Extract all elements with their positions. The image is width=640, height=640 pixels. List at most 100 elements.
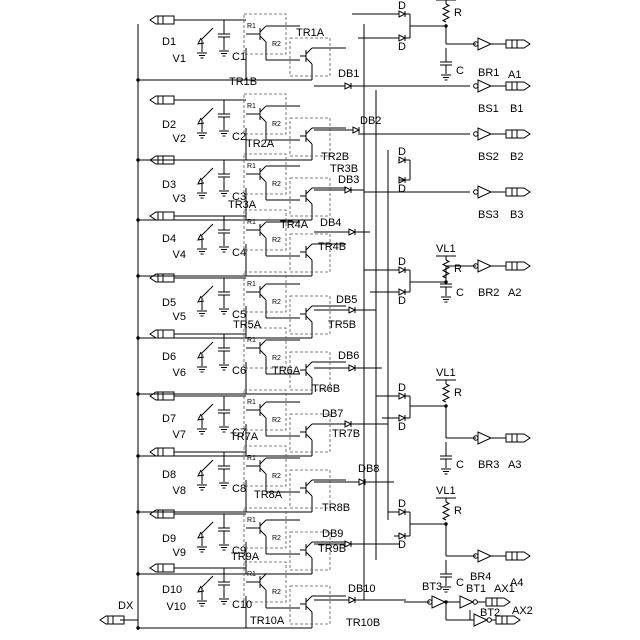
input-label-8: D8 [162, 469, 176, 481]
transistor-emitter [260, 116, 266, 122]
transistor-collector [306, 188, 312, 194]
ground-symbol [219, 309, 229, 314]
connector-body [506, 434, 530, 442]
junction-dot [136, 78, 139, 81]
source-arrow [198, 470, 204, 476]
ground-symbol [197, 193, 207, 198]
capacitor-6 [218, 348, 230, 351]
source-2 [198, 108, 213, 124]
resistor-label-r2-9: R2 [272, 535, 281, 542]
output-connector-a-3 [506, 434, 530, 442]
transistor-emitter [260, 350, 266, 356]
ground-symbol [441, 587, 451, 592]
transistor-emitter [306, 254, 312, 260]
junction-dot [136, 336, 139, 339]
capacitor-3 [218, 174, 230, 177]
transistor-label-b-9: TR9B [318, 543, 346, 555]
transistor-collector [306, 480, 312, 486]
ground-symbol [219, 51, 229, 56]
b-label-2: B2 [510, 151, 523, 163]
capacitor-8 [218, 466, 230, 469]
br-label-4: BR4 [470, 571, 491, 583]
db-label-2: DB2 [360, 115, 381, 127]
transistor-collector [306, 424, 312, 430]
transistor-emitter [306, 198, 312, 204]
ground-symbol [441, 469, 451, 474]
buffer-triangle [478, 432, 491, 444]
input-label-7: D7 [162, 413, 176, 425]
resistor-label-r2-5: R2 [272, 299, 281, 306]
source-label-4: V4 [173, 249, 186, 261]
connector-body [150, 96, 174, 104]
transistor-collector [306, 596, 312, 602]
a-label-2: A2 [508, 287, 521, 299]
transistor-collector [260, 402, 266, 408]
transistor-collector [306, 128, 312, 134]
transistor-collector [306, 244, 312, 250]
transistor-emitter [306, 606, 312, 612]
transistor-label-a-4: TR4A [280, 219, 309, 231]
diode-d-label: D [398, 295, 406, 307]
input-connector-6 [150, 330, 174, 338]
source-7 [198, 404, 213, 420]
input-connector-2 [150, 96, 174, 104]
input-label-2: D2 [162, 119, 176, 131]
buffer-triangle [478, 550, 491, 562]
resistor-label-r2-2: R2 [272, 121, 281, 128]
ground-symbol [219, 427, 229, 432]
transistor-b-1 [300, 48, 312, 64]
source-arrow [198, 414, 204, 420]
source-label-7: V7 [173, 429, 186, 441]
node-c-label-1: C [456, 65, 464, 77]
connector-body [150, 448, 174, 456]
input-connector-4 [150, 212, 174, 220]
ground-symbol [219, 131, 229, 136]
connector-body [150, 392, 174, 400]
transistor-label-a-5: TR5A [233, 319, 262, 331]
node-c-label-2: C [456, 287, 464, 299]
resistor-label-r1-6: R1 [247, 337, 256, 344]
transistor-box-b-4 [290, 234, 330, 272]
resistor-label-r1-1: R1 [247, 23, 256, 30]
junction-dot [136, 218, 139, 221]
output-connector-b-1 [506, 82, 530, 90]
input-connector-9 [150, 510, 174, 518]
transistor-collector [260, 222, 266, 228]
buffer-triangle [478, 80, 491, 92]
input-label-3: D3 [162, 179, 176, 191]
capacitor-1 [218, 34, 230, 37]
source-label-5: V5 [173, 311, 186, 323]
resistor-label-r1-9: R1 [247, 517, 256, 524]
source-5 [198, 286, 213, 302]
node-c-label-4: C [456, 577, 464, 589]
buffer-br-2 [474, 260, 491, 272]
transistor-b-9 [300, 542, 312, 558]
diode-d-label: D [398, 0, 406, 12]
capacitor-7 [218, 410, 230, 413]
resistor-label-r1-2: R1 [247, 103, 256, 110]
supply-label-2: VL1 [436, 243, 456, 255]
diode-d-label: D [398, 256, 406, 268]
input-connector-5 [150, 274, 174, 282]
junction-dot [444, 522, 447, 525]
buffer-triangle [478, 260, 491, 272]
buffer-bs-1 [474, 80, 491, 92]
transistor-box-b-5 [290, 296, 330, 334]
resistor-label-r1-10: R1 [247, 571, 256, 578]
ground-symbol [197, 249, 207, 254]
source-3 [198, 168, 213, 184]
source-arrow [198, 352, 204, 358]
transistor-emitter [306, 552, 312, 558]
supply-label-4: VL1 [436, 485, 456, 497]
diode-db-5 [349, 307, 355, 313]
bt3-label: BT3 [422, 581, 442, 593]
resistor-label-r1-4: R1 [247, 219, 256, 226]
diode-db-3 [345, 187, 351, 193]
junction-dot [136, 626, 139, 629]
transistor-b-10 [300, 596, 312, 612]
ground-symbol [197, 311, 207, 316]
transistor-label-b-7: TR7B [332, 428, 360, 440]
node-capacitor-4 [440, 574, 452, 577]
pullup-resistor-2 [443, 260, 449, 278]
db-label-10: DB10 [348, 583, 376, 595]
